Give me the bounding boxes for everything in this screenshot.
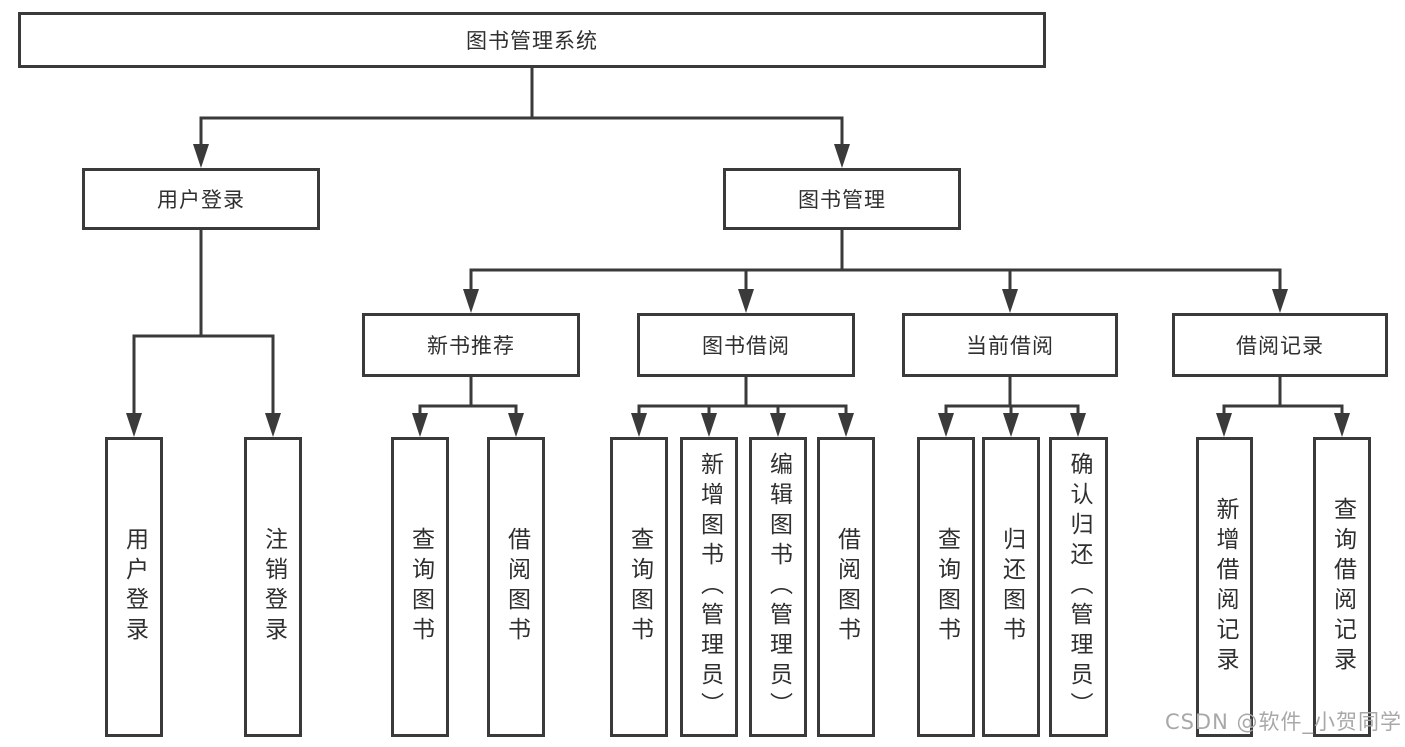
node-label: 用户登录 <box>157 188 245 212</box>
node-book-borrow: 图书借阅 <box>637 313 855 377</box>
node-leaf-query-books-3: 查询图书 <box>917 437 975 737</box>
node-leaf-user-login: 用户登录 <box>105 437 163 737</box>
node-label: 查询图书 <box>407 527 434 647</box>
node-label: 确认归还（管理员） <box>1066 452 1092 722</box>
node-root-library-system: 图书管理系统 <box>18 12 1046 68</box>
node-label: 图书管理 <box>798 188 886 212</box>
node-label: 新增图书（管理员） <box>696 452 723 722</box>
node-leaf-confirm-return-admin: 确认归还（管理员） <box>1049 437 1108 737</box>
node-label: 查询图书 <box>933 527 960 647</box>
node-label: 编辑图书（管理员） <box>765 452 792 722</box>
node-label: 借阅记录 <box>1236 334 1324 358</box>
node-leaf-borrow-books-2: 借阅图书 <box>817 437 875 737</box>
node-label: 查询图书 <box>626 527 653 647</box>
node-label: 借阅图书 <box>833 527 860 647</box>
node-leaf-query-books-2: 查询图书 <box>610 437 668 737</box>
node-leaf-add-borrow-record: 新增借阅记录 <box>1196 437 1253 737</box>
node-label: 查询借阅记录 <box>1329 497 1356 677</box>
node-label: 新书推荐 <box>427 334 515 358</box>
node-label: 注销登录 <box>260 527 287 647</box>
node-label: 归还图书 <box>998 527 1025 647</box>
node-leaf-query-books-1: 查询图书 <box>391 437 449 737</box>
node-leaf-borrow-books-1: 借阅图书 <box>487 437 545 737</box>
node-label: 图书借阅 <box>702 334 790 358</box>
node-label: 新增借阅记录 <box>1212 497 1238 677</box>
connector-lines <box>132 68 1344 415</box>
node-book-management: 图书管理 <box>723 168 961 230</box>
node-label: 借阅图书 <box>503 527 530 647</box>
node-user-login: 用户登录 <box>82 168 320 230</box>
node-new-book-recommend: 新书推荐 <box>362 313 580 377</box>
node-current-borrow: 当前借阅 <box>902 313 1118 377</box>
node-borrow-records: 借阅记录 <box>1172 313 1388 377</box>
node-leaf-query-borrow-record: 查询借阅记录 <box>1313 437 1371 737</box>
node-leaf-edit-books-admin: 编辑图书（管理员） <box>749 437 807 737</box>
node-label: 当前借阅 <box>966 334 1054 358</box>
arrowheads <box>126 144 1350 437</box>
node-leaf-logout: 注销登录 <box>244 437 302 737</box>
node-label: 图书管理系统 <box>466 29 598 53</box>
node-label: 用户登录 <box>121 527 148 647</box>
watermark-text: CSDN @软件_小贺同学 <box>1164 710 1402 734</box>
node-leaf-return-books: 归还图书 <box>982 437 1040 737</box>
node-leaf-add-books-admin: 新增图书（管理员） <box>680 437 738 737</box>
